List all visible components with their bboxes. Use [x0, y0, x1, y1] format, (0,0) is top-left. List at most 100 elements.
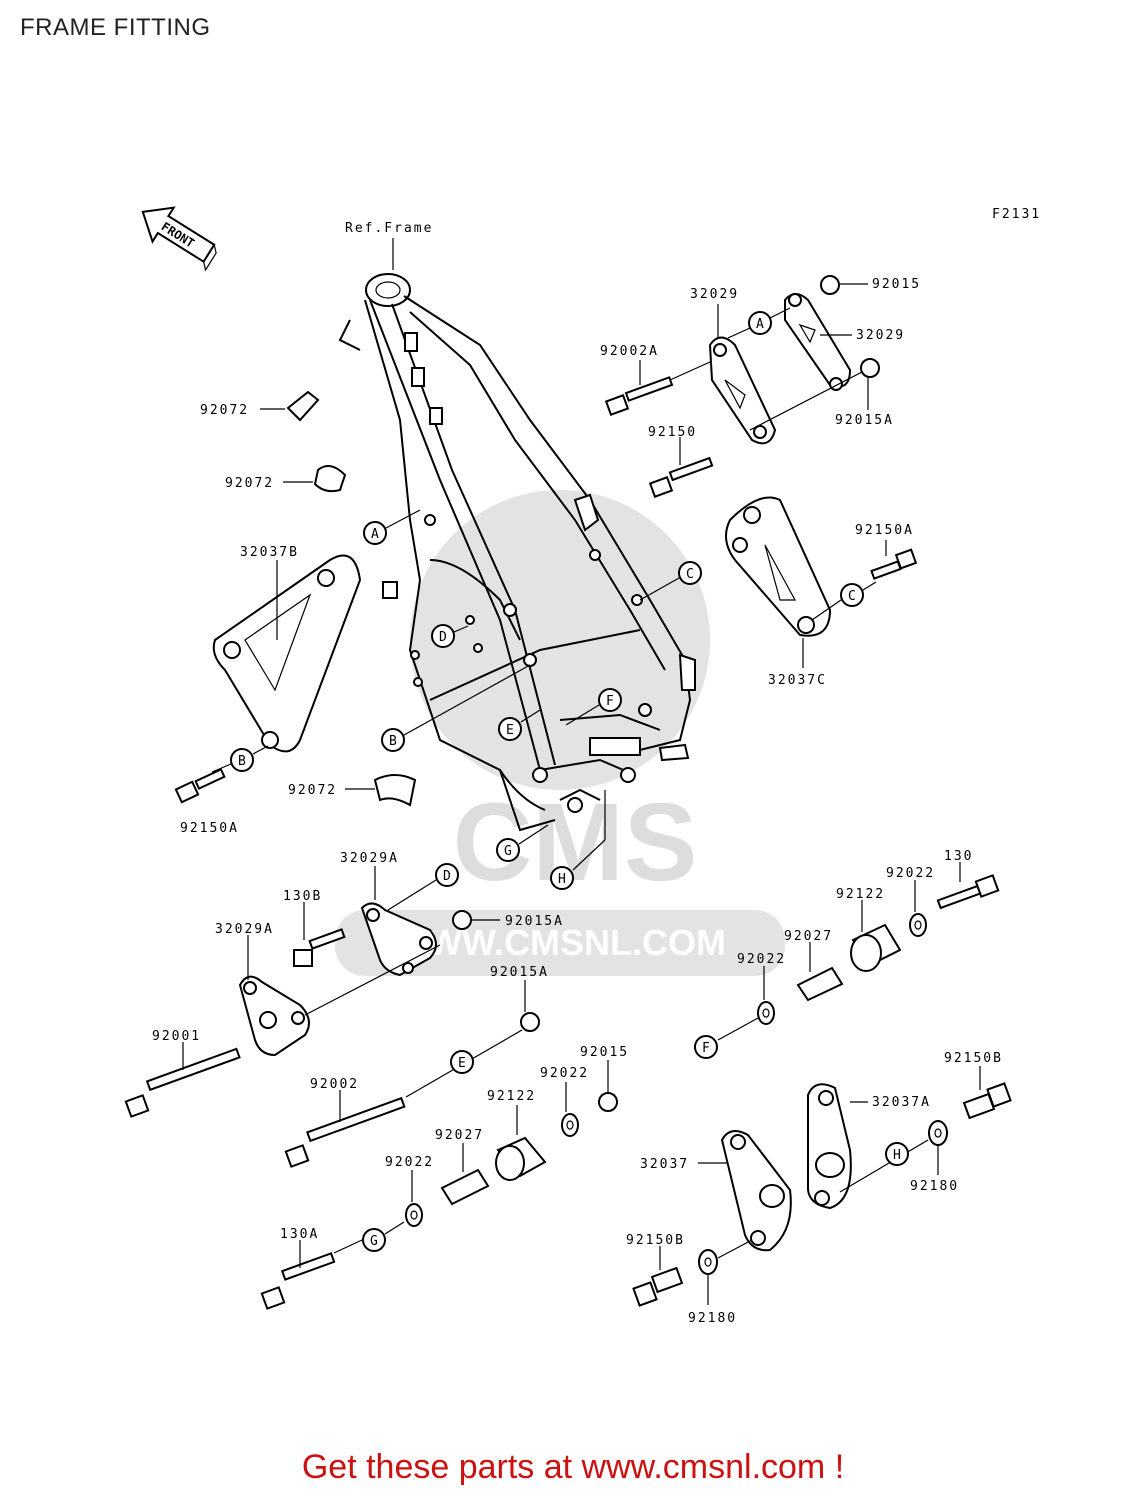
part-92022-washer-right-top: 92022	[886, 866, 935, 937]
part-label-p12: 92150A	[855, 523, 914, 538]
part-92015A-nut-center: 92015A	[452, 910, 564, 930]
svg-text:E: E	[458, 1056, 466, 1071]
part-label-p22: 92022	[540, 1066, 589, 1081]
svg-text:F: F	[702, 1041, 710, 1056]
callout-c-bolt: C	[811, 581, 877, 621]
svg-text:D: D	[443, 869, 451, 884]
part-label-p24: 92027	[435, 1128, 484, 1143]
part-label-p2: 92072	[225, 476, 274, 491]
part-label-p13: 32037C	[768, 673, 827, 688]
part-92027-sleeve-right: 92027	[784, 929, 844, 1002]
part-label-p33: 32037A	[872, 1095, 931, 1110]
callout-d-frame: D	[431, 624, 469, 648]
part-130B-bolt: 130B	[283, 889, 346, 967]
part-92015A-nut-top: 92015A	[749, 358, 894, 431]
watermark-url-bg	[335, 910, 785, 976]
callout-f-washer: F	[694, 1035, 718, 1059]
part-92150A-bolt-left: 92150A	[174, 768, 237, 836]
part-label-p9: 92002A	[600, 344, 659, 359]
part-92022-washer-right: 92022	[717, 952, 786, 1041]
callout-a-frame: A	[363, 509, 421, 545]
svg-text:B: B	[238, 754, 246, 769]
part-32029-plate-front: 32029	[690, 287, 777, 445]
callout-e-bolt: E	[450, 1050, 474, 1074]
part-label-p7: 92015	[872, 277, 921, 292]
promo-footer-link[interactable]: Get these parts at www.cmsnl.com !	[301, 1448, 845, 1486]
callout-b-frame: B	[381, 664, 531, 752]
part-92001-bolt: 92001	[124, 1029, 241, 1118]
part-label-p31: 92022	[737, 952, 786, 967]
part-92072-clamp-lower: 92072	[288, 774, 417, 807]
ref-frame-label: Ref.Frame	[345, 221, 433, 236]
svg-text:C: C	[848, 589, 856, 604]
part-label-p34: 32037	[640, 1157, 689, 1172]
part-label-p15: 130B	[283, 889, 322, 904]
part-label-p30: 92027	[784, 929, 833, 944]
watermark: CMS WWW.CMSNL.COM	[335, 490, 785, 976]
svg-text:D: D	[439, 630, 447, 645]
part-92180-washer-lower: 92180	[688, 1239, 753, 1326]
part-label-p11: 92150	[648, 425, 697, 440]
part-label-p36: 92150B	[626, 1233, 685, 1248]
part-32037A-bracket: 32037A	[807, 1083, 931, 1210]
callout-g-frame: G	[496, 824, 549, 862]
part-32037-bracket: 32037	[640, 1130, 792, 1252]
part-92002-bolt: 92002	[284, 1029, 523, 1168]
svg-text:C: C	[686, 567, 694, 582]
svg-text:B: B	[389, 734, 397, 749]
part-92150B-bolt-lower: 92150B	[626, 1233, 685, 1307]
part-130-bolt: 130	[936, 849, 1000, 910]
part-32037C-bracket: 32037C	[725, 496, 832, 688]
svg-text:G: G	[370, 1234, 378, 1249]
main-frame	[338, 273, 696, 832]
svg-text:F: F	[606, 694, 614, 709]
callout-d-plate: D	[387, 863, 459, 911]
callout-markers: A A B B C C D D E E F F G G H H	[211, 307, 909, 1252]
part-label-p37: 92180	[688, 1311, 737, 1326]
svg-text:H: H	[893, 1148, 901, 1163]
part-32037B-bracket: 32037B	[212, 545, 362, 753]
part-92015-nut-top: 92015	[820, 275, 921, 295]
svg-text:H: H	[558, 872, 566, 887]
part-label-p23: 92122	[487, 1089, 536, 1104]
part-label-p10: 92015A	[835, 413, 894, 428]
part-92150A-bolt-right: 92150A	[855, 523, 918, 580]
part-label-p16: 92015A	[505, 914, 564, 929]
part-label-p35: 92180	[910, 1179, 959, 1194]
part-label-p18: 92015A	[490, 965, 549, 980]
front-arrow-icon: FRONT	[141, 206, 217, 272]
part-92122-collar-right: 92122	[836, 887, 902, 972]
part-label-p6: 32029	[690, 287, 739, 302]
part-label-p20: 92002	[310, 1077, 359, 1092]
part-label-p8: 32029	[856, 328, 905, 343]
watermark-url: WWW.CMSNL.COM	[394, 922, 726, 963]
part-92072-clip-top: 92072	[200, 390, 320, 422]
part-label-p17: 32029A	[215, 922, 274, 937]
part-label-p29: 92122	[836, 887, 885, 902]
watermark-logo	[410, 490, 710, 790]
part-92150B-bolt-right: 92150B	[944, 1051, 1012, 1120]
svg-text:E: E	[506, 723, 514, 738]
part-92002A-bolt: 92002A	[600, 344, 711, 416]
part-92150-bolt: 92150	[648, 425, 714, 498]
callout-e-frame: E	[498, 709, 541, 741]
part-92022-washer-lower-left: 92022	[385, 1155, 434, 1227]
part-92015-nut-lower: 92015	[580, 1045, 629, 1112]
part-92015A-nut-lower: 92015A	[490, 965, 549, 1032]
figure-code: F2131	[992, 207, 1041, 222]
part-92122-collar-lower: 92122	[487, 1089, 547, 1181]
callout-h-bracket: H	[885, 1142, 909, 1166]
svg-text:A: A	[756, 317, 764, 332]
part-130A-bolt: 130A	[260, 1227, 363, 1310]
part-label-p26: 130A	[280, 1227, 319, 1242]
part-label-p21: 92015	[580, 1045, 629, 1060]
callout-a-plate: A	[727, 307, 791, 339]
callout-f-frame: F	[565, 688, 622, 726]
part-92072-clamp: 92072	[225, 465, 347, 493]
callout-h-frame: H	[550, 790, 606, 890]
part-label-p32: 92150B	[944, 1051, 1003, 1066]
part-label-p25: 92022	[385, 1155, 434, 1170]
callout-c-frame: C	[639, 561, 702, 601]
part-label-p28: 92022	[886, 866, 935, 881]
